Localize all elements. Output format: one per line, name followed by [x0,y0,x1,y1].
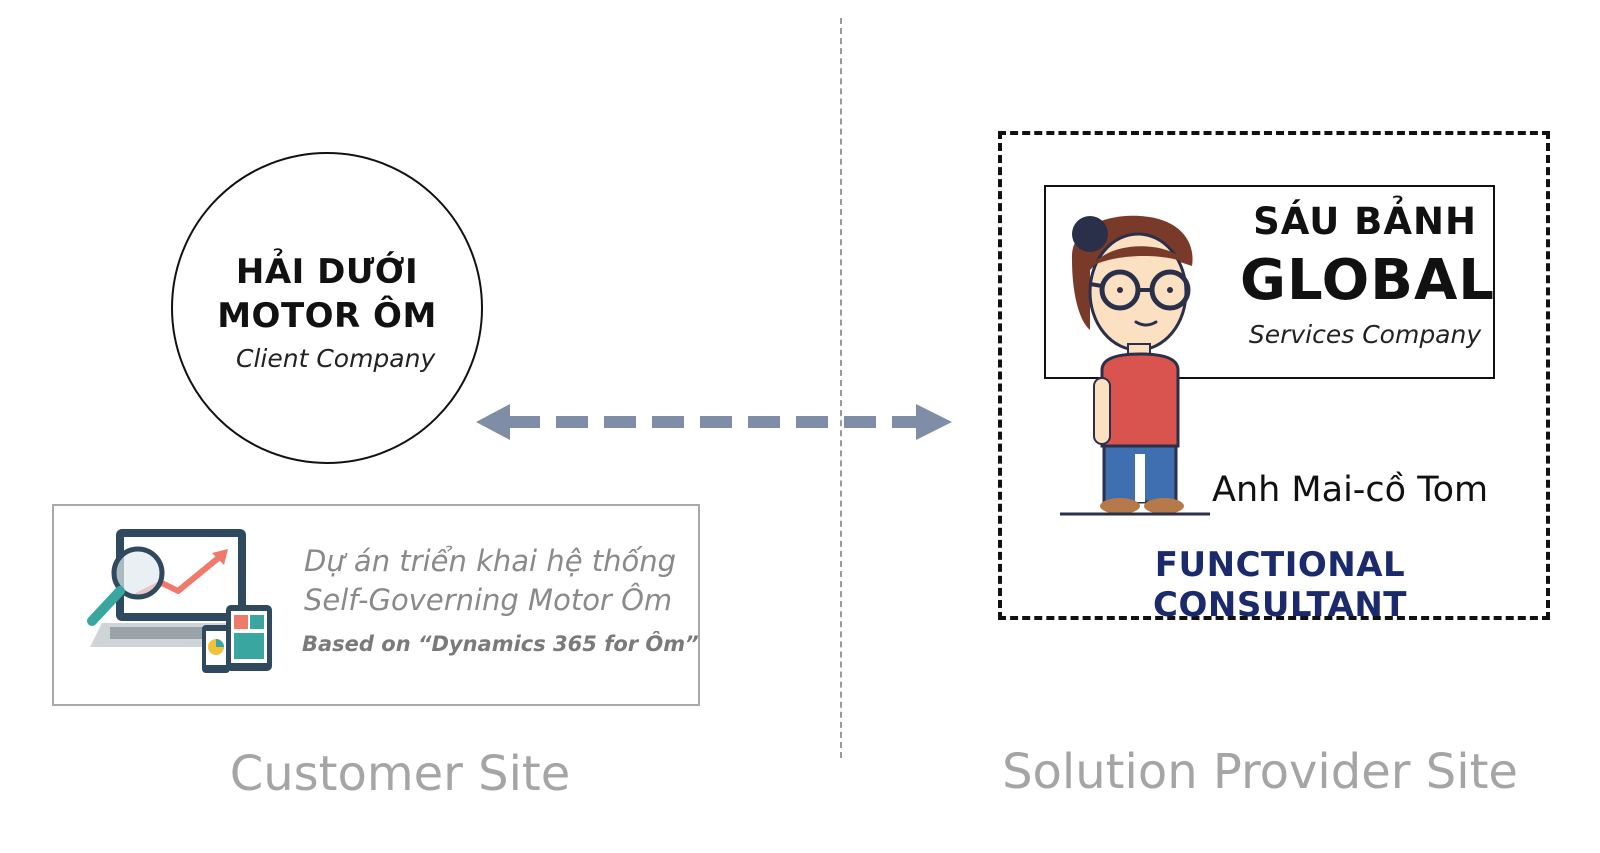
client-company-circle [171,152,483,464]
consultant-name: Anh Mai-cồ Tom [1212,470,1489,510]
bidirectional-arrow-icon [476,404,952,440]
site-divider-line [840,18,842,758]
client-company-subtitle: Client Company [236,344,436,373]
company-name-line1: SÁU BẢNH [1253,200,1477,243]
analytics-devices-icon [87,529,272,673]
customer-site-label: Customer Site [229,746,571,802]
client-company-name: HẢI DƯỚI MOTOR ÔM [171,250,483,338]
company-subtitle: Services Company [1248,320,1482,349]
project-title-line2: Self-Governing Motor Ôm [304,583,673,617]
consultant-role: FUNCTIONAL CONSULTANT [1153,545,1407,625]
client-name-line1: HẢI DƯỚI [235,252,419,292]
project-title-line1: Dự án triển khai hệ thống [304,544,677,578]
provider-dashed-frame [998,131,1550,620]
project-basis: Based on “Dynamics 365 for Ôm” [302,632,699,656]
provider-site-label: Solution Provider Site [1002,744,1518,800]
company-name-line2: GLOBAL [1240,248,1495,313]
consultant-person-icon [1060,215,1210,516]
client-name-line2: MOTOR ÔM [217,296,437,336]
